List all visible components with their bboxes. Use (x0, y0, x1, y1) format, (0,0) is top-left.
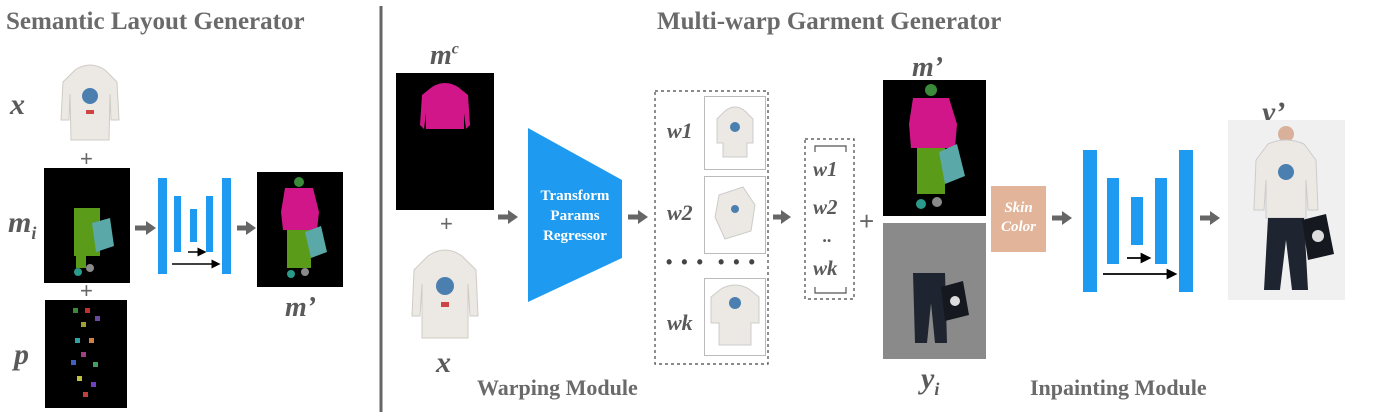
clothing-image-left (55, 60, 125, 144)
vec-w1: w1 (813, 157, 838, 181)
clothing-mask-illustration (420, 83, 470, 129)
arrow-to-warps (628, 210, 648, 224)
left-unet (158, 178, 231, 274)
hoodie-illustration (60, 64, 120, 141)
plus-left-1: + (80, 146, 93, 171)
clothing-image-x (404, 244, 486, 344)
plus-right-2: + (859, 206, 875, 236)
p-label: p (14, 338, 29, 371)
arrow-to-output (1200, 211, 1220, 225)
arrow-to-left-unet (135, 221, 156, 235)
skin-color-label: Skin Color (1000, 200, 1036, 235)
arrow-to-regressor (498, 210, 518, 224)
hoodie-illustration-right (411, 249, 479, 339)
pose-map-input (45, 300, 127, 408)
yi-label: yi (921, 362, 940, 399)
warp-thumb-1 (704, 96, 766, 170)
vec-wk: wk (813, 256, 838, 280)
plus-left-2: + (80, 278, 93, 303)
m-prime-left-label: m’ (285, 292, 317, 323)
tryon-output (1228, 120, 1345, 300)
arrow-from-left-unet (237, 221, 256, 235)
semantic-mask-input (44, 168, 130, 283)
right-unet (1083, 150, 1193, 292)
vec-dots: .. (823, 226, 832, 246)
warping-module-label: Warping Module (477, 375, 638, 400)
x-label-left: x (10, 88, 25, 121)
warp-thumb-2 (704, 176, 766, 254)
mask-illustration (74, 208, 114, 276)
ellipsis-left: • • • (666, 252, 705, 272)
masked-person-illustration (913, 273, 969, 343)
w2-label: w2 (667, 200, 693, 225)
semantic-layout-output (257, 172, 343, 287)
transform-params-label: Transform Params Regressor (540, 188, 610, 244)
inpainting-module-label: Inpainting Module (1030, 375, 1207, 400)
layout-mprime-illustration (909, 84, 965, 209)
plus-right-1: + (440, 211, 453, 236)
clothing-mask-mc (396, 73, 494, 210)
arrow-to-vector (773, 210, 791, 224)
ellipsis-right: • • • (718, 252, 757, 272)
layout-mprime (883, 80, 986, 216)
wk-label: wk (667, 310, 693, 335)
semantic-layout-title: Semantic Layout Generator (6, 8, 305, 35)
x-label-right: x (436, 346, 451, 379)
tryon-illustration (1253, 126, 1334, 290)
vec-w2: w2 (813, 195, 838, 219)
pose-keypoints (71, 308, 100, 397)
skin-color-box: Skin Color (991, 186, 1046, 252)
multi-warp-title: Multi-warp Garment Generator (657, 8, 1002, 35)
mc-label: mc (430, 40, 459, 71)
masked-person-yi (883, 223, 986, 359)
w1-label: w1 (667, 118, 693, 143)
arrow-to-right-unet (1052, 211, 1072, 225)
m-prime-right-label: m’ (912, 52, 944, 83)
layout-illustration (281, 177, 327, 278)
warp-thumb-k (704, 278, 766, 356)
mi-label: mi (8, 206, 37, 243)
